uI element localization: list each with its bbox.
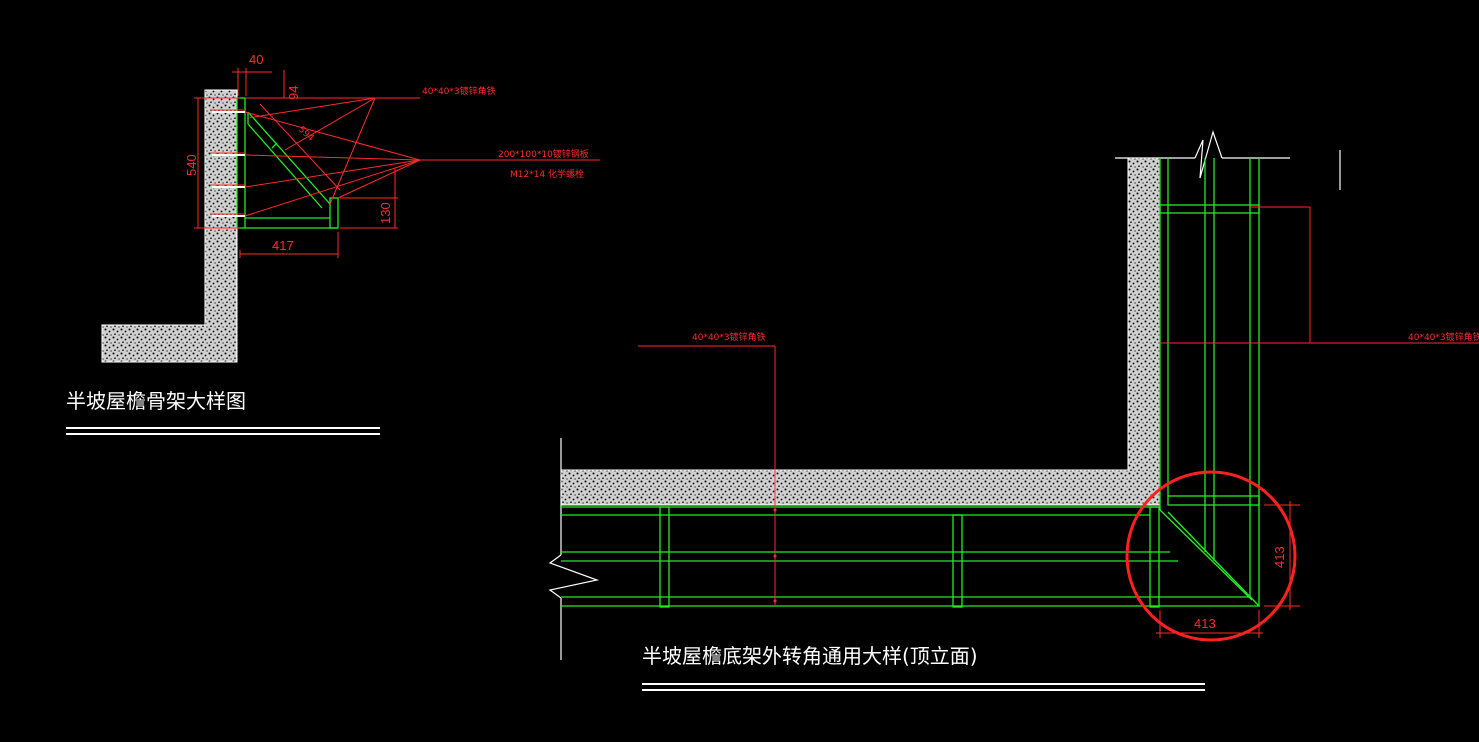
steel-frame-vertical <box>1159 158 1260 607</box>
title-underline-2 <box>642 683 1205 691</box>
dimension-lines-1 <box>194 68 600 258</box>
note-steel-plate: 200*100*10镀锌钢板 <box>498 148 589 160</box>
note-angle-steel-left: 40*40*3镀锌角铁 <box>692 331 766 343</box>
dim-label-413-bottom: 413 <box>1194 616 1216 631</box>
anchor-bolts <box>212 111 245 217</box>
steel-bracket <box>236 97 339 229</box>
detail-drawing-1: 40 94 540 417 130 594 40*40*3镀锌角铁 200*10… <box>66 52 600 435</box>
note-chemical-bolt: M12*14 化学螺栓 <box>510 168 584 180</box>
note-angle-steel-right: 40*40*3镀锌角铁 <box>1408 331 1479 343</box>
dim-label-540: 540 <box>184 154 199 176</box>
detail-drawing-2: 40*40*3镀锌角铁 40*40*3镀锌角铁 413 413 半坡屋檐底架外转… <box>548 129 1479 691</box>
dim-label-130: 130 <box>378 202 393 224</box>
concrete-beam-corner <box>560 157 1161 506</box>
steel-frame-horizontal <box>561 506 1260 608</box>
corner-highlight-circle <box>1125 470 1297 642</box>
note-angle-steel: 40*40*3镀锌角铁 <box>422 85 496 97</box>
dim-label-94: 94 <box>286 86 301 100</box>
title-underline-1 <box>66 427 380 435</box>
dim-label-413-side: 413 <box>1272 546 1287 568</box>
concrete-wall-section <box>101 89 238 363</box>
dim-label-40: 40 <box>249 52 263 67</box>
drawing1-title: 半坡屋檐骨架大样图 <box>66 389 246 413</box>
dim-label-417: 417 <box>272 238 294 253</box>
dim-label-594: 594 <box>296 125 316 144</box>
dimension-lines-2 <box>638 206 1479 638</box>
drawing2-title: 半坡屋檐底架外转角通用大样(顶立面) <box>642 644 978 668</box>
